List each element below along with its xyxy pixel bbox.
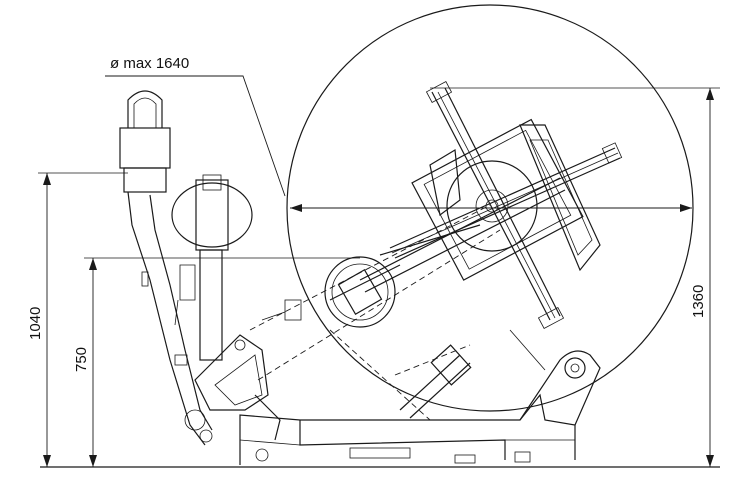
hydraulic-cylinder bbox=[399, 344, 472, 419]
head-bracket bbox=[429, 124, 601, 272]
control-parts bbox=[141, 271, 302, 366]
dimension-1360 bbox=[430, 87, 720, 467]
dimension-1040-label: 1040 bbox=[27, 307, 44, 340]
tilt-arm-dashed bbox=[249, 204, 501, 421]
small-gear bbox=[324, 256, 401, 328]
diameter-dimension bbox=[105, 75, 692, 212]
cross-beam-2 bbox=[389, 142, 623, 259]
seat-post bbox=[171, 174, 253, 361]
rear-pivot-support bbox=[509, 329, 601, 426]
dimension-1040 bbox=[38, 172, 128, 467]
cross-beam-1 bbox=[425, 80, 565, 330]
rotary-head bbox=[411, 118, 584, 281]
dimension-750-label: 750 bbox=[73, 347, 90, 372]
swing-circle bbox=[286, 4, 694, 412]
base-frame bbox=[239, 393, 576, 465]
diameter-label: ø max 1640 bbox=[110, 55, 189, 72]
operator-column bbox=[119, 90, 213, 446]
dimension-1360-label: 1360 bbox=[690, 285, 707, 318]
lifting-carriage bbox=[194, 334, 281, 441]
